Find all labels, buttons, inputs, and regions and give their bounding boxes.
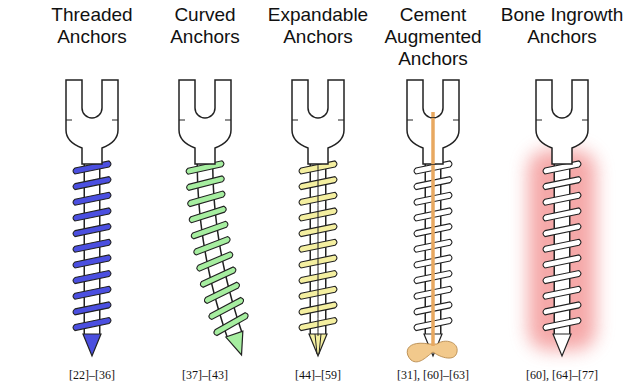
screw-thread <box>187 191 226 207</box>
screw-thread <box>190 221 229 239</box>
screw-thread <box>543 318 581 331</box>
screw-thread <box>543 286 581 299</box>
anchor-screw <box>179 80 251 358</box>
screw-thread <box>73 318 111 331</box>
screw-thread <box>211 312 251 336</box>
anchor-type-heading: Curved Anchors <box>149 4 261 48</box>
tulip-head <box>66 80 118 164</box>
anchor-type-heading: Cement Augmented Anchors <box>377 4 489 70</box>
anchor-type-heading: Bone Ingrowth Anchors <box>492 4 632 48</box>
screw-tip <box>83 334 101 356</box>
cement-channel <box>431 118 435 164</box>
screw-thread <box>192 236 232 255</box>
anchor-screw <box>528 80 596 356</box>
anchor-type-heading: Expandable Anchors <box>262 4 374 48</box>
tulip-head <box>292 80 344 164</box>
anchor-screw <box>66 80 118 356</box>
screw-thread <box>543 255 581 268</box>
anchor-screw <box>292 80 344 356</box>
expansion-slit <box>318 162 319 336</box>
anchor-type-heading: Threaded Anchors <box>36 4 148 48</box>
anchor-screw <box>407 80 459 362</box>
head-notch <box>292 119 344 120</box>
screw-thread <box>73 286 111 299</box>
screw-thread <box>73 208 111 221</box>
screw-thread <box>543 224 581 237</box>
reference-range: [44]–[59] <box>295 368 341 382</box>
head-notch <box>66 119 118 120</box>
tulip-head <box>179 80 231 164</box>
screw-thread <box>543 271 581 284</box>
screw-thread <box>543 239 581 252</box>
screw-thread <box>543 208 581 221</box>
screw-thread <box>73 271 111 284</box>
screw-thread <box>543 192 581 205</box>
reference-range: [22]–[36] <box>69 368 115 382</box>
screw-thread <box>188 206 227 223</box>
screw-thread <box>73 239 111 252</box>
bone-ingrowth-glow <box>528 150 596 350</box>
cement-channel <box>431 112 435 346</box>
reference-range: [37]–[43] <box>182 368 228 382</box>
head-notch <box>536 119 588 120</box>
tulip-head <box>536 80 588 164</box>
tulip-head <box>407 80 459 164</box>
screw-tip <box>226 331 250 358</box>
screw-thread <box>543 302 581 315</box>
screw-thread <box>73 302 111 315</box>
screw-thread <box>73 255 111 268</box>
reference-range: [31], [60]–[63] <box>397 368 469 382</box>
screw-tip <box>309 334 327 356</box>
screw-thread <box>73 177 111 190</box>
screw-thread <box>73 192 111 205</box>
reference-range: [60], [64]–[77] <box>526 368 598 382</box>
screw-thread <box>543 177 581 190</box>
screw-thread <box>73 224 111 237</box>
head-notch <box>179 119 231 120</box>
screw-thread <box>186 176 225 191</box>
screw-tip <box>553 334 571 356</box>
